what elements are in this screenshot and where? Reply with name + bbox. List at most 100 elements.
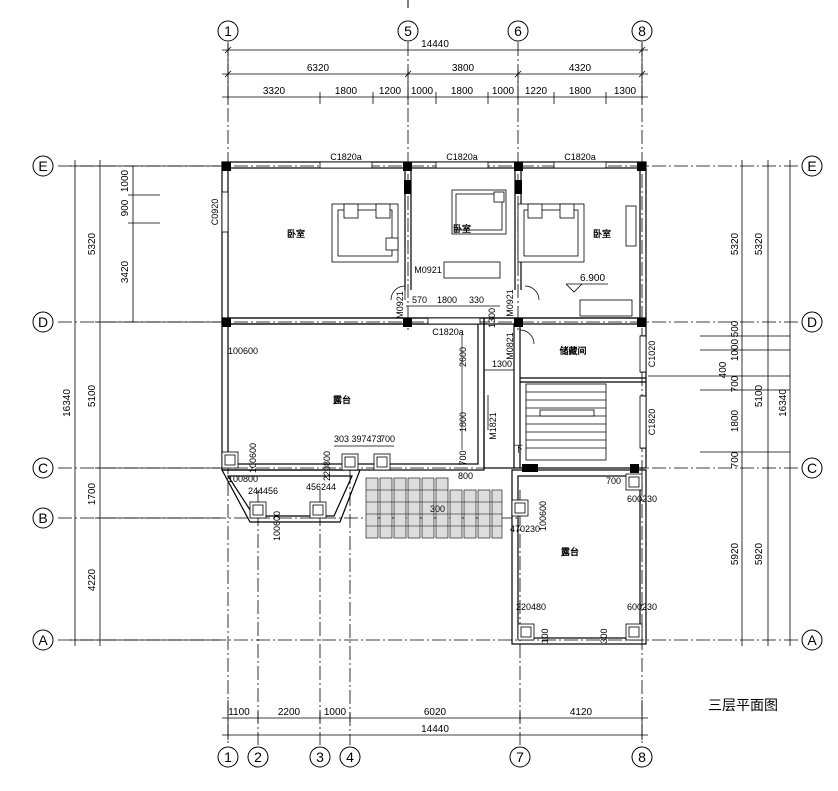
dim-right-inner-7: 700 xyxy=(730,451,741,468)
dim-470230: 470230 xyxy=(510,524,540,534)
dim-bottom-5: 4120 xyxy=(570,707,593,718)
dim-right-inner-6: 1800 xyxy=(730,409,741,432)
elevation-label: 6.900 xyxy=(580,273,605,284)
dim-100600-a: 100600 xyxy=(228,346,258,356)
dim-right-inner-1: 5320 xyxy=(754,232,765,255)
dim-1300-v: 1300 xyxy=(487,308,497,328)
pergola-tiles xyxy=(365,477,503,539)
window-label-c0920: C0920 xyxy=(210,199,220,226)
axis-bubbles-bottom xyxy=(217,746,653,768)
room-label-storage: 储藏间 xyxy=(559,345,586,356)
room-label-terrace-2: 露台 xyxy=(561,546,579,557)
furniture-beds xyxy=(331,189,637,317)
dim-right-inner-3: 1000 xyxy=(730,338,741,361)
dim-600230-b: 600230 xyxy=(627,602,657,612)
dim-456244: 456244 xyxy=(306,482,336,492)
dim-1800-int: 1800 xyxy=(437,295,457,305)
windows-top xyxy=(221,161,647,449)
left-dimension-lines xyxy=(70,160,220,646)
room-label-terrace-1: 露台 xyxy=(333,394,351,405)
dim-left-inner-3: 3420 xyxy=(120,260,131,283)
axis-grid-lines xyxy=(58,42,800,745)
dim-top-r2-5: 1800 xyxy=(451,86,474,97)
dim-700-v: 700 xyxy=(458,450,468,465)
dim-100600-c: 100600 xyxy=(272,511,282,541)
dim-bottom-3: 1000 xyxy=(324,707,347,718)
axis-bubbles-right xyxy=(801,155,823,651)
axis-label-left-d: D xyxy=(38,314,48,330)
dim-right-inner-2: 500 xyxy=(730,320,741,337)
right-dimension-lines xyxy=(648,160,791,646)
columns xyxy=(222,162,646,473)
dim-top-1: 6320 xyxy=(307,63,330,74)
elevation-marker xyxy=(565,283,608,293)
dim-top-r2-3: 1200 xyxy=(379,86,402,97)
axis-label-left-b: B xyxy=(38,510,47,526)
dim-bottom-1: 1100 xyxy=(228,707,250,718)
axis-label-top-5: 5 xyxy=(404,23,412,39)
dim-left-2: 5100 xyxy=(87,384,98,407)
axis-label-left-c: C xyxy=(38,460,48,476)
window-label-3: C1820a xyxy=(564,152,596,162)
axis-label-right-e: E xyxy=(807,158,816,174)
dim-1800-v: 1800 xyxy=(458,412,468,432)
axis-bubbles-top xyxy=(217,20,653,42)
dim-top-r2-8: 1800 xyxy=(569,86,592,97)
axis-label-left-e: E xyxy=(38,158,47,174)
window-label-2: C1820a xyxy=(446,152,478,162)
axis-label-right-c: C xyxy=(807,460,817,476)
door-label-m0921-b: M0921 xyxy=(414,265,442,275)
axis-label-bottom-2: 2 xyxy=(254,749,262,765)
dim-top-r2-2: 1800 xyxy=(335,86,358,97)
doors xyxy=(390,285,540,430)
door-label-m0821: M0821 xyxy=(505,332,515,360)
dim-100800-b: 100 xyxy=(540,628,550,643)
dim-330: 330 xyxy=(469,295,484,305)
dim-left-1: 5320 xyxy=(87,232,98,255)
axis-label-right-a: A xyxy=(807,632,817,648)
dim-right-inner-5: 700 xyxy=(730,375,741,392)
dim-right-2: 5100 xyxy=(754,384,765,407)
dim-570: 570 xyxy=(412,295,427,305)
dim-left-inner-1: 900 xyxy=(120,199,131,216)
door-label-m0921-a: M0921 xyxy=(395,291,405,319)
dim-700-h: 700 xyxy=(380,434,395,444)
dim-left-total: 16340 xyxy=(62,389,73,417)
axis-label-bottom-1: 1 xyxy=(224,749,232,765)
dim-220800: 220800 xyxy=(322,451,332,481)
window-label-c1820v: C1820 xyxy=(647,409,657,436)
dim-100800: 100800 xyxy=(228,474,258,484)
dim-bottom-4: 6020 xyxy=(424,707,447,718)
bottom-dimension-lines xyxy=(222,700,648,740)
axis-label-top-8: 8 xyxy=(638,23,646,39)
dim-right-inner-8: 5920 xyxy=(754,542,765,565)
axis-label-bottom-7: 7 xyxy=(516,749,524,765)
dim-left-4: 4220 xyxy=(87,568,98,591)
dim-top-2: 3800 xyxy=(452,63,475,74)
axis-label-left-a: A xyxy=(38,632,48,648)
dim-2600: 2600 xyxy=(458,347,468,367)
drawing-title: 三层平面图 xyxy=(708,697,778,713)
axis-label-bottom-4: 4 xyxy=(346,749,354,765)
dim-right-1: 5320 xyxy=(730,232,741,255)
dim-right-3: 5920 xyxy=(730,542,741,565)
dim-800: 800 xyxy=(458,471,473,481)
dim-top-r2-6: 1000 xyxy=(492,86,515,97)
dim-bottom-2: 2200 xyxy=(278,707,301,718)
dim-700-terrace: 700 xyxy=(606,476,621,486)
axis-label-right-d: D xyxy=(807,314,817,330)
dim-1300-h: 1300 xyxy=(492,359,512,369)
dim-right-inner-4: 400 xyxy=(718,361,729,378)
dim-600230-a: 600230 xyxy=(627,494,657,504)
dim-top-r2-1: 3320 xyxy=(263,86,286,97)
axis-label-bottom-3: 3 xyxy=(316,749,324,765)
dim-top-3: 4320 xyxy=(569,63,592,74)
door-label-m1821: M1821 xyxy=(488,412,498,440)
dim-top-r2-7: 1220 xyxy=(525,86,548,97)
window-label-c1020: C1020 xyxy=(647,341,657,368)
axis-bubbles-left xyxy=(32,155,54,651)
dim-100600-b: 100600 xyxy=(248,443,258,473)
axis-label-top-1: 1 xyxy=(224,23,232,39)
stair-down-label: 下 xyxy=(514,444,523,454)
